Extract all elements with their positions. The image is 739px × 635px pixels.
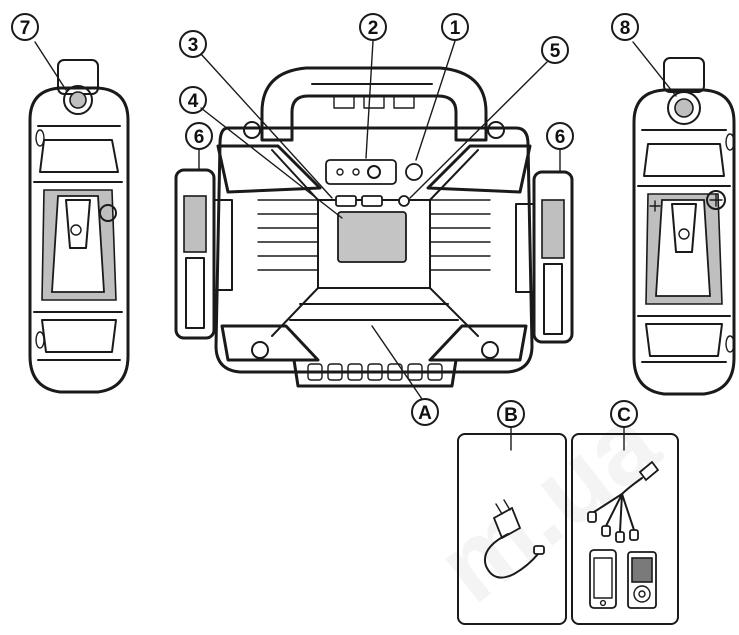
right-side-view: [632, 57, 736, 396]
callout-b: B: [497, 400, 525, 428]
callout-label: 6: [555, 127, 566, 148]
indicator-panel: [325, 159, 397, 185]
callout-5: 5: [541, 36, 569, 64]
power-button: [405, 163, 423, 181]
callout-4: 4: [179, 86, 207, 114]
callout-c: C: [610, 400, 638, 428]
callout-label: 3: [188, 35, 199, 56]
callout-label: A: [418, 403, 432, 424]
indicator-led: [336, 168, 344, 176]
callout-label: 8: [620, 18, 631, 39]
main-unit-front-view: [214, 66, 534, 388]
accessory-c-panel: [571, 433, 679, 625]
callout-label: 6: [194, 127, 205, 148]
right-jumper-clamp: [515, 170, 574, 344]
callout-label: C: [617, 405, 631, 426]
callout-7: 7: [11, 13, 39, 41]
leader-lines: [34, 40, 677, 451]
dc-input-port: [398, 195, 410, 207]
callout-6-right: 6: [546, 122, 574, 150]
left-jumper-clamp: [174, 168, 233, 340]
indicator-led: [352, 168, 360, 176]
callout-label: 7: [20, 18, 31, 39]
display-screen: [337, 211, 407, 263]
left-grill: [257, 199, 319, 271]
usb-port: [361, 195, 383, 207]
phone-device: [589, 549, 617, 609]
callout-1: 1: [441, 13, 469, 41]
indicator-led: [367, 165, 381, 179]
right-grill: [429, 199, 491, 271]
accessory-b-panel: [457, 433, 567, 625]
callout-a: A: [411, 398, 439, 426]
callout-label: B: [504, 405, 518, 426]
callout-6-left: 6: [185, 122, 213, 150]
callout-label: 4: [188, 91, 199, 112]
callout-3: 3: [179, 30, 207, 58]
left-side-view: [28, 59, 130, 394]
callout-label: 1: [450, 18, 461, 39]
bottom-vents: [307, 363, 443, 381]
usb-port: [335, 195, 357, 207]
callout-label: 2: [368, 18, 379, 39]
callout-2: 2: [359, 13, 387, 41]
callout-8: 8: [611, 13, 639, 41]
callout-label: 5: [550, 41, 561, 62]
